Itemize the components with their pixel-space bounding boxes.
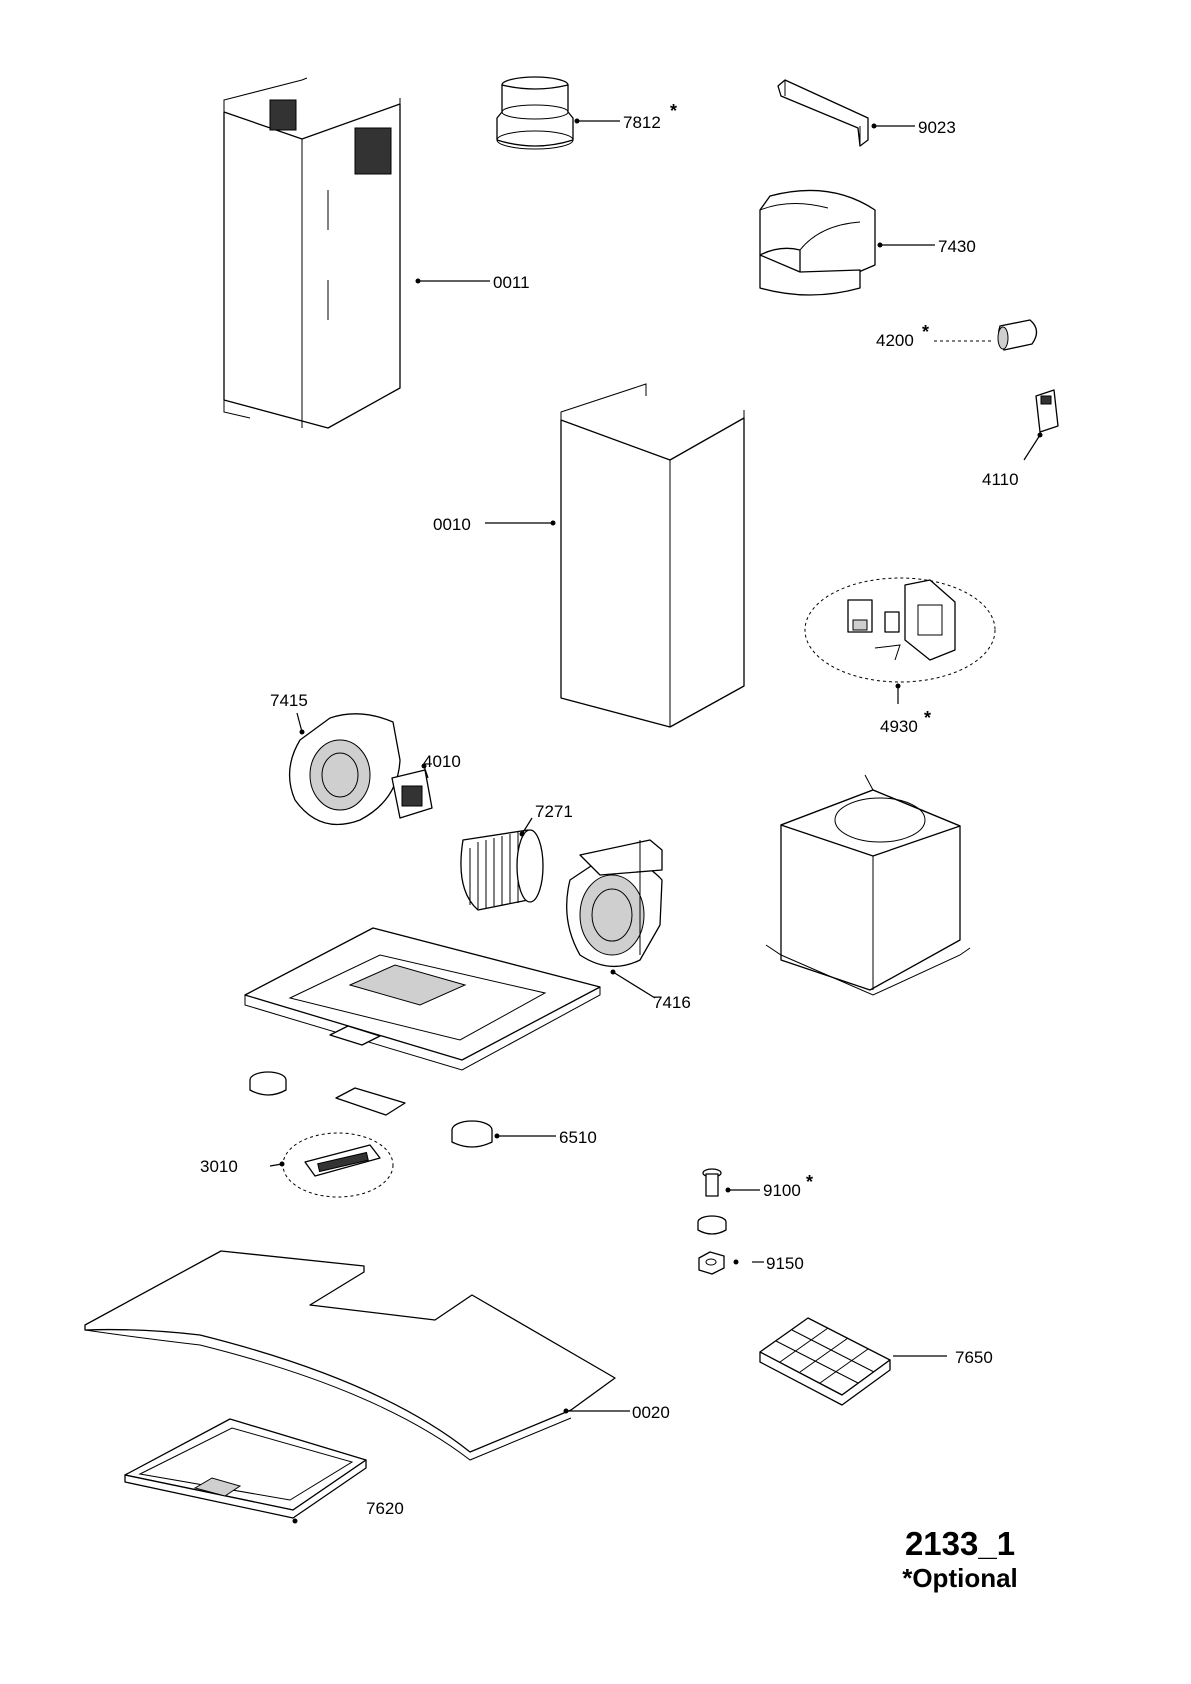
part-label-9100: 9100 <box>763 1181 801 1200</box>
part-label-7271: 7271 <box>535 802 573 821</box>
switch-plate-part <box>335 1087 406 1116</box>
adapter-part <box>496 76 574 150</box>
impeller-part <box>460 829 544 911</box>
filter-grid <box>775 1327 875 1384</box>
glass-canopy-part <box>84 1250 616 1461</box>
part-label-0011: 0011 <box>493 273 530 292</box>
optional-asterisk-4200: * <box>922 322 929 342</box>
impeller-blades <box>469 832 519 909</box>
scroll-housing-rear-part <box>566 839 663 968</box>
part-label-7415: 7415 <box>270 691 308 710</box>
upper-chimney-part <box>223 77 401 429</box>
knob-part <box>451 1120 493 1148</box>
washer-part <box>697 1215 727 1235</box>
part-label-3010: 3010 <box>200 1157 238 1176</box>
part-label-7416: 7416 <box>653 993 691 1012</box>
optional-asterisk-4930: * <box>924 708 931 728</box>
scroll-housing-front-part <box>288 713 401 826</box>
carbon-filter-part <box>759 1317 891 1406</box>
motor-box-part <box>765 774 971 996</box>
vent-slots-left <box>269 99 297 131</box>
screw-part <box>702 1168 722 1197</box>
part-label-7650: 7650 <box>955 1348 993 1367</box>
part-label-0010: 0010 <box>433 515 471 534</box>
diagram-footer: 2133_1 *Optional <box>860 1525 1060 1593</box>
part-label-4110: 4110 <box>982 470 1019 489</box>
optional-note: *Optional <box>902 1563 1018 1593</box>
part-label-4200: 4200 <box>876 331 914 350</box>
knob-left-part <box>249 1071 287 1096</box>
lamp-part <box>997 319 1038 351</box>
part-label-9023: 9023 <box>918 118 956 137</box>
part-label-0020: 0020 <box>632 1403 670 1422</box>
bracket-part <box>777 79 869 147</box>
vent-slots-right <box>354 127 392 175</box>
pcb-part <box>804 577 996 683</box>
drawing-number: 2133_1 <box>904 1525 1016 1562</box>
part-label-6510: 6510 <box>559 1128 597 1147</box>
control-panel-part <box>282 1132 394 1198</box>
nut-part <box>698 1251 725 1275</box>
switch-part <box>1035 389 1059 433</box>
grease-filter-part <box>124 1418 367 1519</box>
motor-part <box>391 769 433 819</box>
canopy-frame-part <box>244 927 601 1071</box>
part-label-7620: 7620 <box>366 1499 404 1518</box>
part-label-9150: 9150 <box>766 1254 804 1273</box>
lower-chimney-part <box>560 383 745 728</box>
part-label-4930: 4930 <box>880 717 918 736</box>
part-label-7430: 7430 <box>938 237 976 256</box>
optional-asterisk-7812: * <box>670 101 677 121</box>
part-label-7812: 7812 <box>623 113 661 132</box>
optional-asterisk-9100: * <box>806 1172 813 1192</box>
diverter-part <box>759 189 876 296</box>
part-label-4010: 4010 <box>423 752 461 771</box>
